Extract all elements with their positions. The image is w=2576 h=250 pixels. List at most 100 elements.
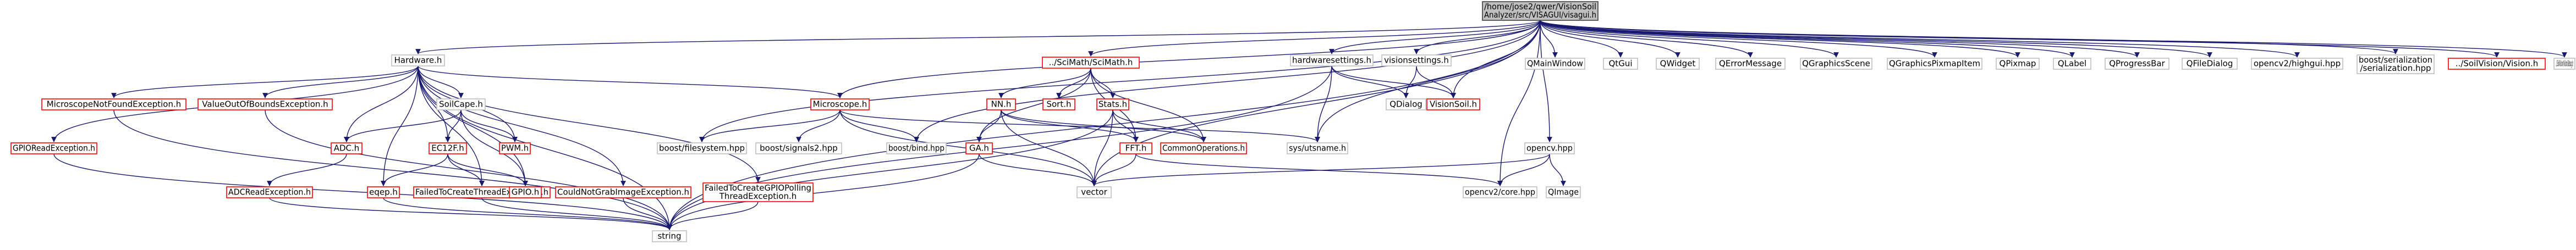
node-string[interactable]: string <box>652 230 687 242</box>
node-boostfs[interactable]: boost/filesystem.hpp <box>657 142 747 154</box>
node-qlabel[interactable]: QLabel <box>2053 58 2091 70</box>
edge-microscope-to-boostfs <box>699 109 841 142</box>
node-vector-label-0: vector <box>1081 187 1107 197</box>
node-qmainwindow[interactable]: QMainWindow <box>1525 58 1585 70</box>
node-adcread[interactable]: ADCReadException.h <box>226 186 313 198</box>
node-adc[interactable]: ADC.h <box>331 142 362 154</box>
node-stats-box <box>1096 98 1129 110</box>
edge-root-to-qfiledialog <box>1540 20 2212 58</box>
node-fft-box <box>1119 142 1152 154</box>
node-hwsettings[interactable]: hardwaresettings.h <box>1290 54 1374 66</box>
node-qgui[interactable]: QtGui <box>1603 58 1638 70</box>
edge-ec12f-to-gpio <box>447 153 528 186</box>
node-gpio[interactable]: GPIO.h <box>509 186 542 198</box>
node-qerrormessage[interactable]: QErrorMessage <box>1715 58 1786 70</box>
edge-scimath-to-nn <box>998 68 1091 98</box>
node-qprogressbar[interactable]: QProgressBar <box>2105 58 2169 70</box>
edge-opencvhpp-to-qimage <box>1549 153 1566 186</box>
node-couldnotgrab-label-0: CouldNotGrabImageException.h <box>557 187 689 197</box>
edge-hwsettings-to-visionsoil <box>1331 65 1456 98</box>
node-couldnotgrab[interactable]: CouldNotGrabImageException.h <box>555 186 691 198</box>
node-microscopenotfound[interactable]: MicroscopeNotFoundException.h <box>41 98 186 110</box>
node-stats-label-0: Stats.h <box>1098 99 1127 109</box>
edge-scimath-to-commonops <box>1090 68 1206 142</box>
node-commonops-label-0: CommonOperations.h <box>1162 143 1245 153</box>
node-ec12f-box <box>429 142 467 154</box>
node-qgraphicspixmapitem-label-0: QGraphicsPixmapItem <box>1889 59 1980 69</box>
node-visionsoil[interactable]: VisionSoil.h <box>1426 98 1480 110</box>
node-eqep[interactable]: eqep.h <box>367 186 400 198</box>
node-nn[interactable]: NN.h <box>986 98 1016 110</box>
node-qdialog[interactable]: QDialog <box>1386 98 1426 110</box>
node-qgraphicspixmapitem[interactable]: QGraphicsPixmapItem <box>1887 58 1982 70</box>
node-soilcape-box <box>436 98 486 110</box>
node-highgui-box <box>2251 58 2343 70</box>
node-qlabel-box <box>2053 58 2091 70</box>
node-opencvhpp-box <box>1524 142 1575 154</box>
node-microscope[interactable]: Microscope.h <box>810 98 870 110</box>
edge-valueoutofbounds-to-string <box>265 109 672 230</box>
edge-root-to-qgui <box>1540 20 1623 58</box>
node-qgraphicspixmapitem-box <box>1887 58 1982 70</box>
node-soilcape[interactable]: SoilCape.h <box>436 98 486 110</box>
node-scimath[interactable]: ../SciMath/SciMath.h <box>1042 57 1140 69</box>
node-valueoutofbounds-box <box>197 98 333 110</box>
node-opencvcore[interactable]: opencv2/core.hpp <box>1463 186 1537 198</box>
edge-root-to-serialization <box>1540 20 2398 54</box>
node-qfiledialog[interactable]: QFileDialog <box>2182 58 2238 70</box>
node-boostbind[interactable]: boost/bind.hpp <box>886 142 947 154</box>
node-string-box <box>652 230 687 242</box>
node-gpioread[interactable]: GPIOReadException.h <box>10 142 97 154</box>
node-visionsettings-label-0: visionsettings.h <box>1384 55 1449 65</box>
node-failedgpiopolling-box <box>702 182 814 202</box>
edge-opencvhpp-to-vector <box>1091 153 1550 186</box>
node-visionsettings[interactable]: visionsettings.h <box>1381 54 1452 66</box>
node-vector[interactable]: vector <box>1076 186 1112 198</box>
node-utsname[interactable]: sys/utsname.h <box>1287 142 1348 154</box>
node-pwm[interactable]: PWM.h <box>499 142 531 154</box>
node-qgraphicsscene[interactable]: QGraphicsScene <box>1800 58 1872 70</box>
node-ga-box <box>965 142 993 154</box>
edge-root-to-soilvisiondebug <box>1540 20 2567 58</box>
node-serialization[interactable]: boost/serialization/serialization.hpp <box>2357 54 2435 74</box>
edge-root-to-visionsettings <box>1414 20 1541 54</box>
node-ec12f[interactable]: EC12F.h <box>429 142 467 154</box>
node-soilvisiondebug[interactable]: ../SoilVision/VisionDebug.h <box>2553 58 2575 70</box>
node-qgui-label-0: QtGui <box>1609 59 1633 69</box>
node-eqep-label-0: eqep.h <box>369 187 398 197</box>
node-soilvision[interactable]: ../SoilVision/Vision.h <box>2448 58 2546 70</box>
node-gpioread-box <box>10 142 97 154</box>
edge-stats-to-string <box>667 109 1113 230</box>
edge-hardware-to-soilcape <box>418 65 464 98</box>
node-valueoutofbounds[interactable]: ValueOutOfBoundsException.h <box>197 98 333 110</box>
node-qwidget-label-0: QWidget <box>1660 59 1696 69</box>
node-opencvhpp[interactable]: opencv.hpp <box>1524 142 1575 154</box>
node-ga[interactable]: GA.h <box>965 142 993 154</box>
node-hwsettings-label-0: hardwaresettings.h <box>1292 55 1371 65</box>
node-hardware[interactable]: Hardware.h <box>391 54 445 66</box>
edge-hardware-to-gpio <box>418 65 528 186</box>
node-eqep-box <box>367 186 400 198</box>
node-boostsignals-label-0: boost/signals2.hpp <box>760 143 838 153</box>
node-commonops[interactable]: CommonOperations.h <box>1160 142 1247 154</box>
node-qwidget[interactable]: QWidget <box>1656 58 1700 70</box>
node-root[interactable]: /home/jose2/qwer/VisionSoilAnalyzer/src/… <box>1482 1 1599 21</box>
node-failedgpiopolling[interactable]: FailedToCreateGPIOPollingThreadException… <box>702 182 814 202</box>
edge-root-to-hardware <box>415 20 1541 54</box>
node-highgui[interactable]: opencv2/highgui.hpp <box>2251 58 2343 70</box>
node-boostsignals[interactable]: boost/signals2.hpp <box>755 142 842 154</box>
edge-root-to-qpixmap <box>1540 20 2020 58</box>
node-qimage-label-0: QImage <box>1548 187 1579 197</box>
edge-microscope-to-boostsignals <box>796 109 841 142</box>
node-sort[interactable]: Sort.h <box>1042 98 1075 110</box>
node-fft[interactable]: FFT.h <box>1119 142 1152 154</box>
edge-root-to-boostbind <box>914 20 1541 142</box>
node-gpioread-label-0: GPIOReadException.h <box>13 143 95 153</box>
node-qerrormessage-box <box>1715 58 1786 70</box>
node-stats[interactable]: Stats.h <box>1096 98 1129 110</box>
node-qlabel-label-0: QLabel <box>2058 59 2086 69</box>
edge-nn-to-fft <box>1001 109 1139 142</box>
node-qimage[interactable]: QImage <box>1546 186 1581 198</box>
edge-root-to-qerrormessage <box>1540 20 1753 58</box>
node-qpixmap[interactable]: QPixmap <box>1996 58 2040 70</box>
